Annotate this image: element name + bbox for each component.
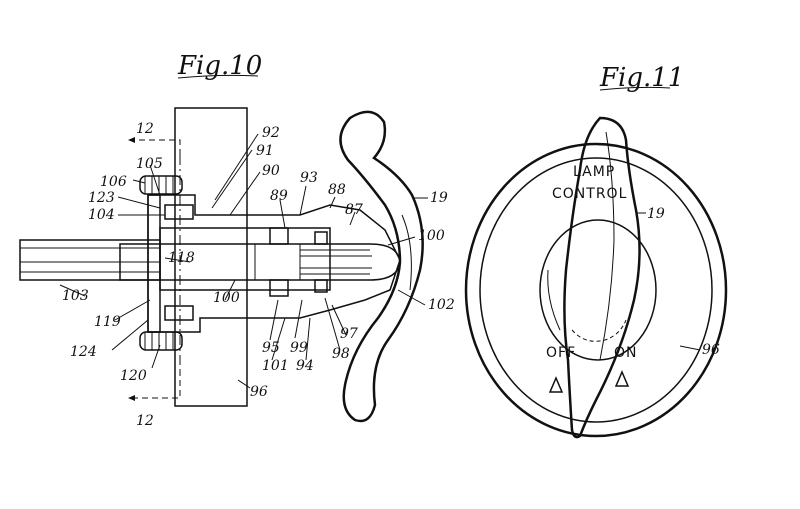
label-105: 105 — [136, 156, 163, 172]
label-96-fig10: 96 — [250, 384, 268, 400]
dial-opening — [539, 219, 657, 361]
label-93: 93 — [300, 170, 318, 186]
label-12-bottom: 12 — [136, 413, 154, 429]
fig11-title: Fig.11 — [599, 63, 684, 93]
label-101: 101 — [262, 358, 289, 374]
section-line-12 — [128, 137, 181, 401]
label-100-bottom: 100 — [213, 290, 240, 306]
collar-top — [269, 227, 289, 245]
central-shaft — [119, 243, 401, 281]
washer-top — [164, 204, 194, 220]
label-124: 124 — [70, 344, 97, 360]
label-106: 106 — [100, 174, 127, 190]
screw-bottom — [139, 331, 183, 351]
label-119: 119 — [94, 314, 121, 330]
collar-bottom — [269, 279, 289, 297]
dial-label-lamp: LAMP — [573, 164, 615, 180]
spring-top — [314, 231, 328, 245]
label-87: 87 — [345, 202, 363, 218]
fig11-title-underline — [599, 86, 671, 91]
washer-bottom — [164, 305, 194, 321]
label-89: 89 — [270, 188, 288, 204]
label-99: 99 — [290, 340, 308, 356]
label-12-top: 12 — [136, 121, 154, 137]
shaft-core — [19, 247, 161, 273]
knob-hidden-outline — [571, 319, 627, 342]
label-19-fig11: 19 — [647, 206, 665, 222]
leader-lines — [59, 133, 428, 389]
knob-ridge — [599, 131, 615, 361]
label-19-fig10: 19 — [430, 190, 448, 206]
on-indicator-triangle — [614, 370, 630, 387]
dial-opening-shadow — [547, 269, 561, 331]
label-91: 91 — [256, 143, 274, 159]
label-92: 92 — [262, 125, 280, 141]
knob-shading — [401, 214, 412, 291]
label-104: 104 — [88, 207, 115, 223]
label-120: 120 — [120, 368, 147, 384]
label-97: 97 — [340, 326, 358, 342]
flange — [147, 194, 161, 333]
fig10-title-underline — [177, 74, 259, 79]
off-indicator-triangle — [548, 376, 564, 393]
shaft-knurl — [300, 249, 372, 275]
spring-bottom — [314, 279, 328, 293]
label-118: 118 — [168, 250, 195, 266]
dial-plate-inner — [479, 157, 713, 423]
label-94: 94 — [296, 358, 314, 374]
screw-top — [139, 175, 183, 195]
lever-knob-front — [563, 116, 641, 439]
dial-plate-outer — [464, 142, 728, 438]
housing-body — [147, 194, 401, 333]
label-95: 95 — [262, 340, 280, 356]
label-103: 103 — [62, 288, 89, 304]
leader-96-fig11 — [679, 345, 701, 351]
label-90: 90 — [262, 163, 280, 179]
label-88: 88 — [328, 182, 346, 198]
label-98: 98 — [332, 346, 350, 362]
figure-11: Fig.11 LAMP CONTROL OFF ON 19 96 — [464, 63, 728, 439]
figure-10: Fig.10 — [19, 51, 455, 429]
label-102: 102 — [428, 297, 455, 313]
label-123: 123 — [88, 190, 115, 206]
shaft-tube — [19, 239, 161, 281]
label-96-fig11: 96 — [702, 342, 720, 358]
dial-label-control: CONTROL — [552, 186, 627, 202]
label-100-top: 100 — [418, 228, 445, 244]
lever-knob — [339, 110, 424, 423]
dial-label-off: OFF — [546, 345, 576, 361]
